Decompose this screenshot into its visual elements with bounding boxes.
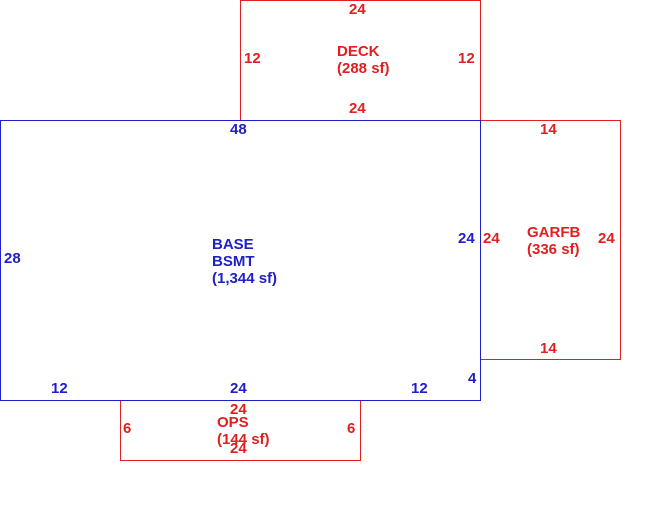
base-dim-bottom-right: 12 [411, 380, 428, 397]
deck-sqft: (288 sf) [337, 60, 390, 77]
ops-sqft: (144 sf) [217, 431, 270, 448]
ops-dim-top: 24 [230, 401, 247, 418]
base-dim-right-jog: 4 [468, 370, 477, 387]
ops-dim-left: 6 [123, 420, 132, 437]
garfb-area-label: GARFB (336 sf) [527, 224, 580, 258]
garfb-sqft: (336 sf) [527, 241, 580, 258]
ops-dim-right: 6 [347, 420, 356, 437]
deck-dim-bottom: 24 [349, 100, 366, 117]
deck-area-label: DECK (288 sf) [337, 43, 390, 77]
deck-dim-left: 12 [244, 50, 261, 67]
base-dim-top: 48 [230, 121, 247, 138]
garfb-dim-bottom: 14 [540, 340, 557, 357]
base-dim-left: 28 [4, 250, 21, 267]
deck-name: DECK [337, 43, 380, 60]
base-dim-bottom-mid: 24 [230, 380, 247, 397]
base-sqft: (1,344 sf) [212, 270, 278, 287]
garfb-name: GARFB [527, 224, 581, 241]
ops-area-label: OPS (144 sf) [217, 414, 270, 448]
garfb-dim-right: 24 [598, 230, 615, 247]
deck-dim-right: 12 [458, 50, 475, 67]
ops-dim-bottom: 24 [230, 440, 247, 457]
deck-dim-top: 24 [349, 1, 366, 18]
garfb-dim-top: 14 [540, 121, 557, 138]
base-dim-right: 24 [458, 230, 475, 247]
base-outline [0, 120, 481, 401]
base-name: BASE [212, 236, 254, 253]
ops-name: OPS [217, 414, 249, 431]
garfb-dim-left: 24 [483, 230, 500, 247]
base-dim-bottom-left: 12 [51, 380, 68, 397]
base-subname: BSMT [212, 253, 255, 270]
base-area-label: BASE BSMT (1,344 sf) [212, 236, 277, 287]
